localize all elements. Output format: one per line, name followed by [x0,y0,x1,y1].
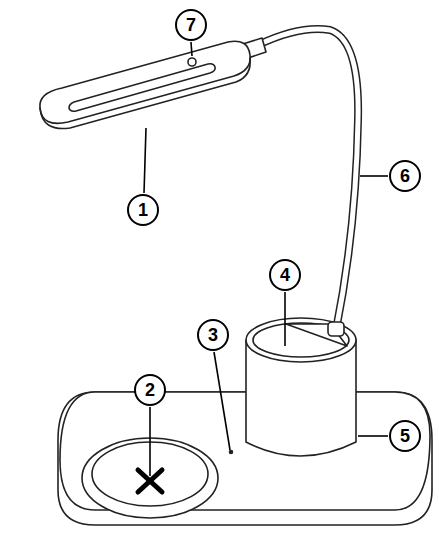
callout-circle: 6 [389,160,421,192]
leader-line [214,352,230,450]
lamp-head-edge [40,58,250,129]
lamp-base-top [60,392,430,510]
callout-number: 5 [400,427,410,445]
callout-circle: 3 [197,319,229,351]
leader-line [191,42,192,56]
indicator-hole [230,451,233,454]
lamp-head [40,41,250,123]
touch-switch [188,58,196,66]
pen-holder-opening [253,323,349,357]
callout-circle: 5 [389,420,421,452]
callout-circle: 1 [127,194,159,226]
pen-holder-rim [246,318,356,362]
callout-circle: 2 [134,374,166,406]
gooseneck-outline [258,29,358,330]
lamp-base-side [58,392,432,525]
callout-number: 2 [145,381,155,399]
callout-circle: 7 [175,9,207,41]
leader-line [360,175,388,177]
gooseneck-fill [258,29,358,330]
leader-line [149,407,151,476]
callout-number: 3 [208,326,218,344]
led-strip [69,64,215,111]
callout-number: 6 [400,167,410,185]
leader-line [284,292,286,346]
callout-number: 1 [138,201,148,219]
callout-number: 7 [186,16,196,34]
callout-number: 4 [280,266,290,284]
leader-line [144,128,146,193]
leader-line [358,435,388,437]
callout-circle: 4 [269,259,301,291]
gooseneck-joint [328,322,344,336]
